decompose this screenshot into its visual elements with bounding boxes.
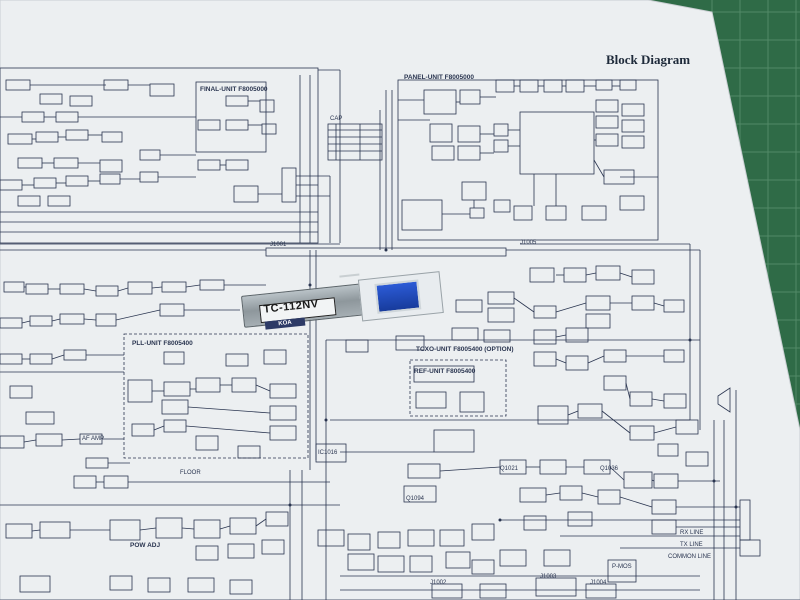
- cap-table-label: CAP: [330, 116, 343, 122]
- tcxo-unit-label: TCXO-UNIT F8005400 (OPTION): [416, 346, 514, 353]
- part-label: Q1094: [406, 496, 425, 502]
- part-label: J1002: [430, 580, 447, 586]
- component-pins: [339, 273, 360, 282]
- pll-unit-label: PLL-UNIT F8005400: [132, 340, 193, 347]
- legend-common-line: COMMON LINE: [668, 554, 712, 560]
- part-label: J1003: [540, 574, 557, 580]
- part-label: AF AMP: [82, 436, 105, 442]
- part-label: J1001: [270, 242, 287, 248]
- part-label: Q1036: [600, 466, 619, 472]
- part-label: P-MOS: [612, 564, 632, 570]
- part-label: J1005: [520, 240, 537, 246]
- component-blue-insert: [374, 279, 422, 314]
- panel-unit-label: PANEL-UNIT F8005000: [404, 74, 474, 81]
- pow-adj-label: POW ADJ: [130, 542, 161, 549]
- ref-unit-label: REF-UNIT F8005400: [414, 368, 476, 375]
- part-label: FLOOR: [180, 470, 201, 476]
- legend-rx-line: RX LINE: [680, 530, 704, 536]
- page-title: Block Diagram: [606, 52, 691, 67]
- legend-tx-line: TX LINE: [680, 542, 703, 548]
- final-unit-label: FINAL-UNIT F8005000: [200, 86, 268, 93]
- part-label: IC1016: [318, 450, 338, 456]
- part-label: Q1021: [500, 466, 519, 472]
- part-label: J1004: [590, 580, 607, 586]
- component-body: TC-112NV KOA: [240, 283, 368, 330]
